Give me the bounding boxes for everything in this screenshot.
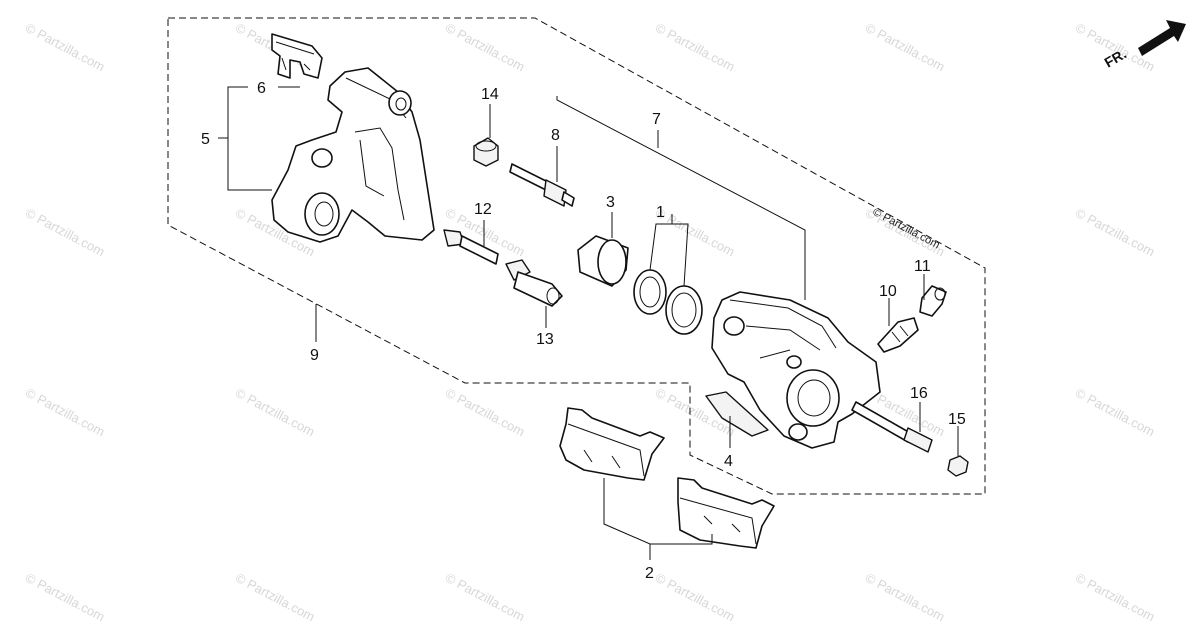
callout-5: 5 — [201, 131, 210, 148]
callout-7: 7 — [652, 111, 661, 128]
callout-9: 9 — [310, 347, 319, 364]
leader-lines — [218, 86, 959, 560]
callout-labels: 1 2 3 4 5 6 7 8 9 10 11 12 13 14 15 16 — [201, 80, 966, 582]
callout-8: 8 — [551, 127, 560, 144]
caliper-bracket-part-5 — [271, 67, 435, 243]
callout-16: 16 — [910, 385, 928, 402]
parts-diagram: © Partzilla.com© Partzilla.com© Partzill… — [23, 17, 1186, 624]
callout-15: 15 — [948, 411, 966, 428]
bolt-part-13 — [505, 259, 563, 307]
pin-bolt-part-8 — [509, 163, 575, 207]
callout-2: 2 — [645, 565, 654, 582]
piston-part-3 — [577, 235, 629, 287]
pin-part-16 — [851, 401, 933, 453]
diagram-svg: 1 2 3 4 5 6 7 8 9 10 11 12 13 14 15 16 F… — [167, 17, 1186, 582]
caliper-body-part-7 — [711, 291, 881, 449]
front-label: FR. — [1102, 45, 1130, 70]
seals-part-1 — [633, 269, 703, 335]
cap-part-11 — [919, 285, 947, 317]
callout-12: 12 — [474, 201, 492, 218]
shim-part-4 — [705, 391, 769, 437]
callout-13: 13 — [536, 331, 554, 348]
front-arrow — [1138, 20, 1186, 56]
pin-part-12 — [443, 229, 499, 265]
callout-4: 4 — [724, 453, 733, 470]
group-7-outline — [556, 96, 806, 300]
pad-spring-part-6 — [271, 33, 323, 79]
cap-part-14 — [473, 137, 499, 167]
copyright-label: © Partzilla.com — [871, 206, 942, 251]
brake-pads-part-2 — [559, 407, 775, 549]
callout-10: 10 — [879, 283, 897, 300]
callout-3: 3 — [606, 194, 615, 211]
callout-6: 6 — [257, 80, 266, 97]
callout-1: 1 — [656, 204, 665, 221]
callout-11: 11 — [914, 258, 931, 275]
nut-part-15 — [947, 455, 969, 477]
bleeder-part-10 — [877, 317, 919, 353]
callout-14: 14 — [481, 86, 499, 103]
